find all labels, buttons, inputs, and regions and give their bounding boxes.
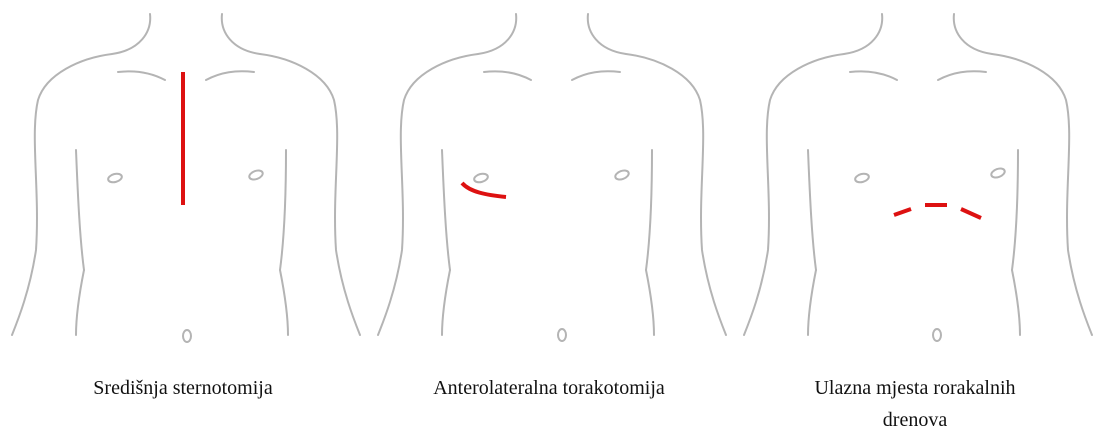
drain-site-marks (894, 205, 981, 218)
drain-mark-left (894, 209, 911, 215)
torso-figure (732, 0, 1098, 360)
thoracotomy-incision (462, 183, 506, 197)
panel-median-sternotomy: Središnja sternotomija (0, 0, 366, 425)
torso-outline (378, 14, 726, 341)
torso-figure (366, 0, 732, 360)
torso-figure (0, 0, 366, 360)
panel-anterolateral-thoracotomy: Anterolateralna torakotomija (366, 0, 732, 425)
caption-sternotomy: Središnja sternotomija (0, 372, 366, 404)
torso-outline (12, 14, 360, 342)
caption-drain-sites: Ulazna mjesta rorakalnih drenova (805, 372, 1025, 436)
torso-outline (744, 14, 1092, 341)
panel-chest-drain-sites: Ulazna mjesta rorakalnih drenova (732, 0, 1098, 425)
drain-mark-right (961, 209, 981, 218)
caption-thoracotomy: Anterolateralna torakotomija (366, 372, 732, 404)
